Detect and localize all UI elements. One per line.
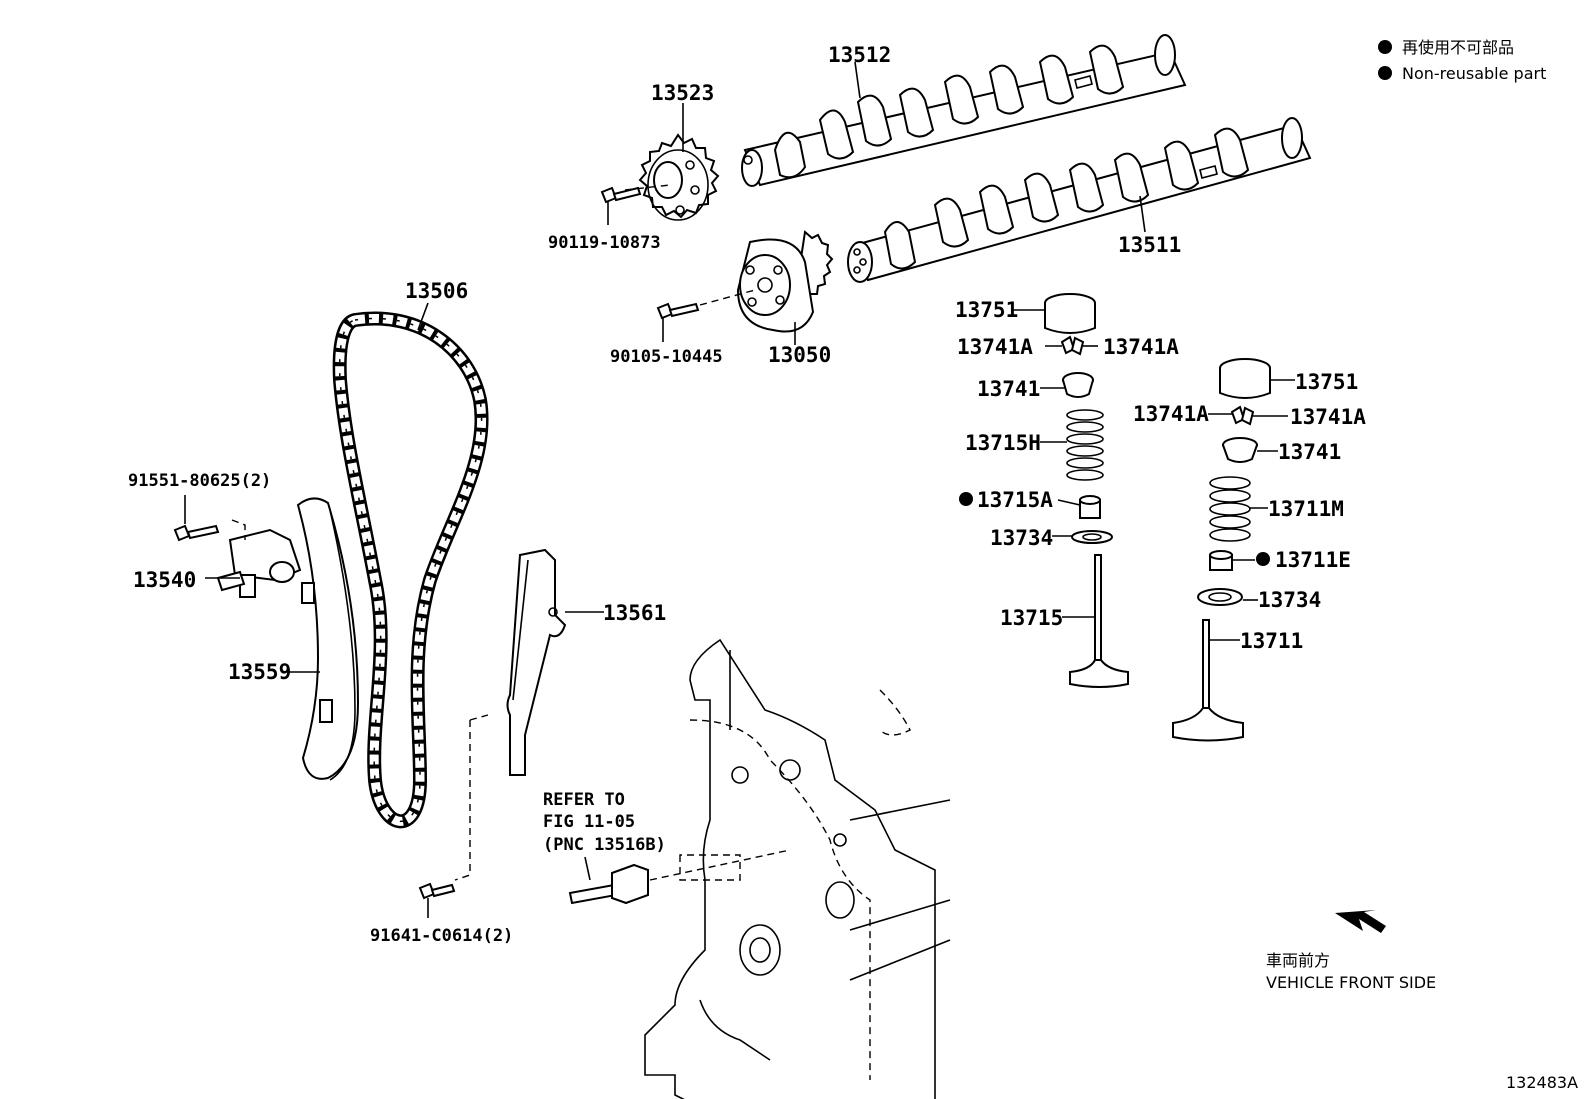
camshaft-exhaust	[741, 34, 1187, 187]
keeper-13741A-right	[1208, 405, 1288, 426]
non-reusable-dot-icon	[1378, 66, 1392, 80]
non-reusable-dot-icon	[1378, 40, 1392, 54]
label-13715: 13715	[1000, 606, 1063, 630]
label-13540: 13540	[133, 568, 196, 592]
refer-line1: REFER TO	[543, 790, 625, 810]
label-13511: 13511	[1118, 233, 1181, 257]
label-13741-left: 13741	[977, 377, 1040, 401]
lifter-13751-left	[1013, 293, 1096, 334]
label-13734-left: 13734	[990, 526, 1053, 550]
bolt-90119	[600, 186, 642, 225]
valve-13715	[1062, 554, 1129, 688]
retainer-13741-left	[1040, 372, 1094, 398]
label-13715A: 13715A	[977, 488, 1053, 512]
label-91641: 91641-C0614(2)	[370, 926, 513, 946]
non-reusable-dot-icon	[1256, 552, 1270, 566]
lifter-13751-right	[1219, 358, 1295, 399]
oil-nozzle-stud	[568, 849, 791, 905]
camshaft-sprocket	[624, 103, 720, 221]
label-13741A-left-2: 13741A	[1103, 335, 1179, 359]
label-13523: 13523	[651, 81, 714, 105]
label-13751-left: 13751	[955, 298, 1018, 322]
label-13512: 13512	[828, 43, 891, 67]
vvt-gear	[699, 230, 834, 345]
figure-id: 132483A	[1506, 1073, 1578, 1092]
label-13741A-right-2: 13741A	[1290, 405, 1366, 429]
spring-13711M	[1209, 476, 1268, 542]
label-13751-right: 13751	[1295, 370, 1358, 394]
chain-guide	[454, 548, 604, 881]
front-en: VEHICLE FRONT SIDE	[1266, 973, 1436, 992]
bolt-90105	[656, 302, 700, 342]
bolt-91641	[418, 882, 456, 918]
keeper-13741A-left	[1045, 335, 1098, 356]
retainer-13741-right	[1222, 437, 1278, 463]
legend-en: Non-reusable part	[1402, 64, 1546, 83]
label-13050: 13050	[768, 343, 831, 367]
label-13741-right: 13741	[1278, 440, 1341, 464]
legend: 再使用不可部品 Non-reusable part	[1378, 38, 1546, 83]
refer-line3: (PNC 13516B)	[543, 835, 666, 855]
vehicle-front-arrow-icon	[1335, 910, 1386, 933]
label-13741A-right-1: 13741A	[1133, 402, 1209, 426]
label-13711M: 13711M	[1268, 497, 1344, 521]
seal-13711E	[1209, 550, 1255, 571]
bolt-91551	[173, 495, 220, 542]
label-13561: 13561	[603, 601, 666, 625]
non-reusable-dot-icon	[959, 492, 973, 506]
legend-jp: 再使用不可部品	[1402, 38, 1514, 57]
timing-chain	[332, 302, 489, 829]
label-13559: 13559	[228, 660, 291, 684]
refer-line2: FIG 11-05	[543, 812, 635, 832]
camshaft-intake	[847, 117, 1312, 283]
label-90119: 90119-10873	[548, 233, 661, 253]
label-13741A-left-1: 13741A	[957, 335, 1033, 359]
seal-13715A	[1057, 495, 1101, 519]
chain-slipper	[288, 497, 360, 781]
label-91551: 91551-80625(2)	[128, 471, 271, 491]
label-13711E: 13711E	[1275, 548, 1351, 572]
label-13715H: 13715H	[965, 431, 1041, 455]
label-13711: 13711	[1240, 629, 1303, 653]
chain-tensioner	[205, 519, 302, 598]
engine-block-outline	[644, 638, 951, 1099]
valve-13711	[1172, 619, 1244, 742]
front-jp: 車両前方	[1266, 951, 1330, 970]
label-13734-right: 13734	[1258, 588, 1321, 612]
label-90105: 90105-10445	[610, 347, 723, 367]
washer-13734-left	[1052, 530, 1113, 544]
label-13506: 13506	[405, 279, 468, 303]
washer-13734-right	[1197, 588, 1258, 606]
spring-13715H	[1040, 409, 1104, 481]
